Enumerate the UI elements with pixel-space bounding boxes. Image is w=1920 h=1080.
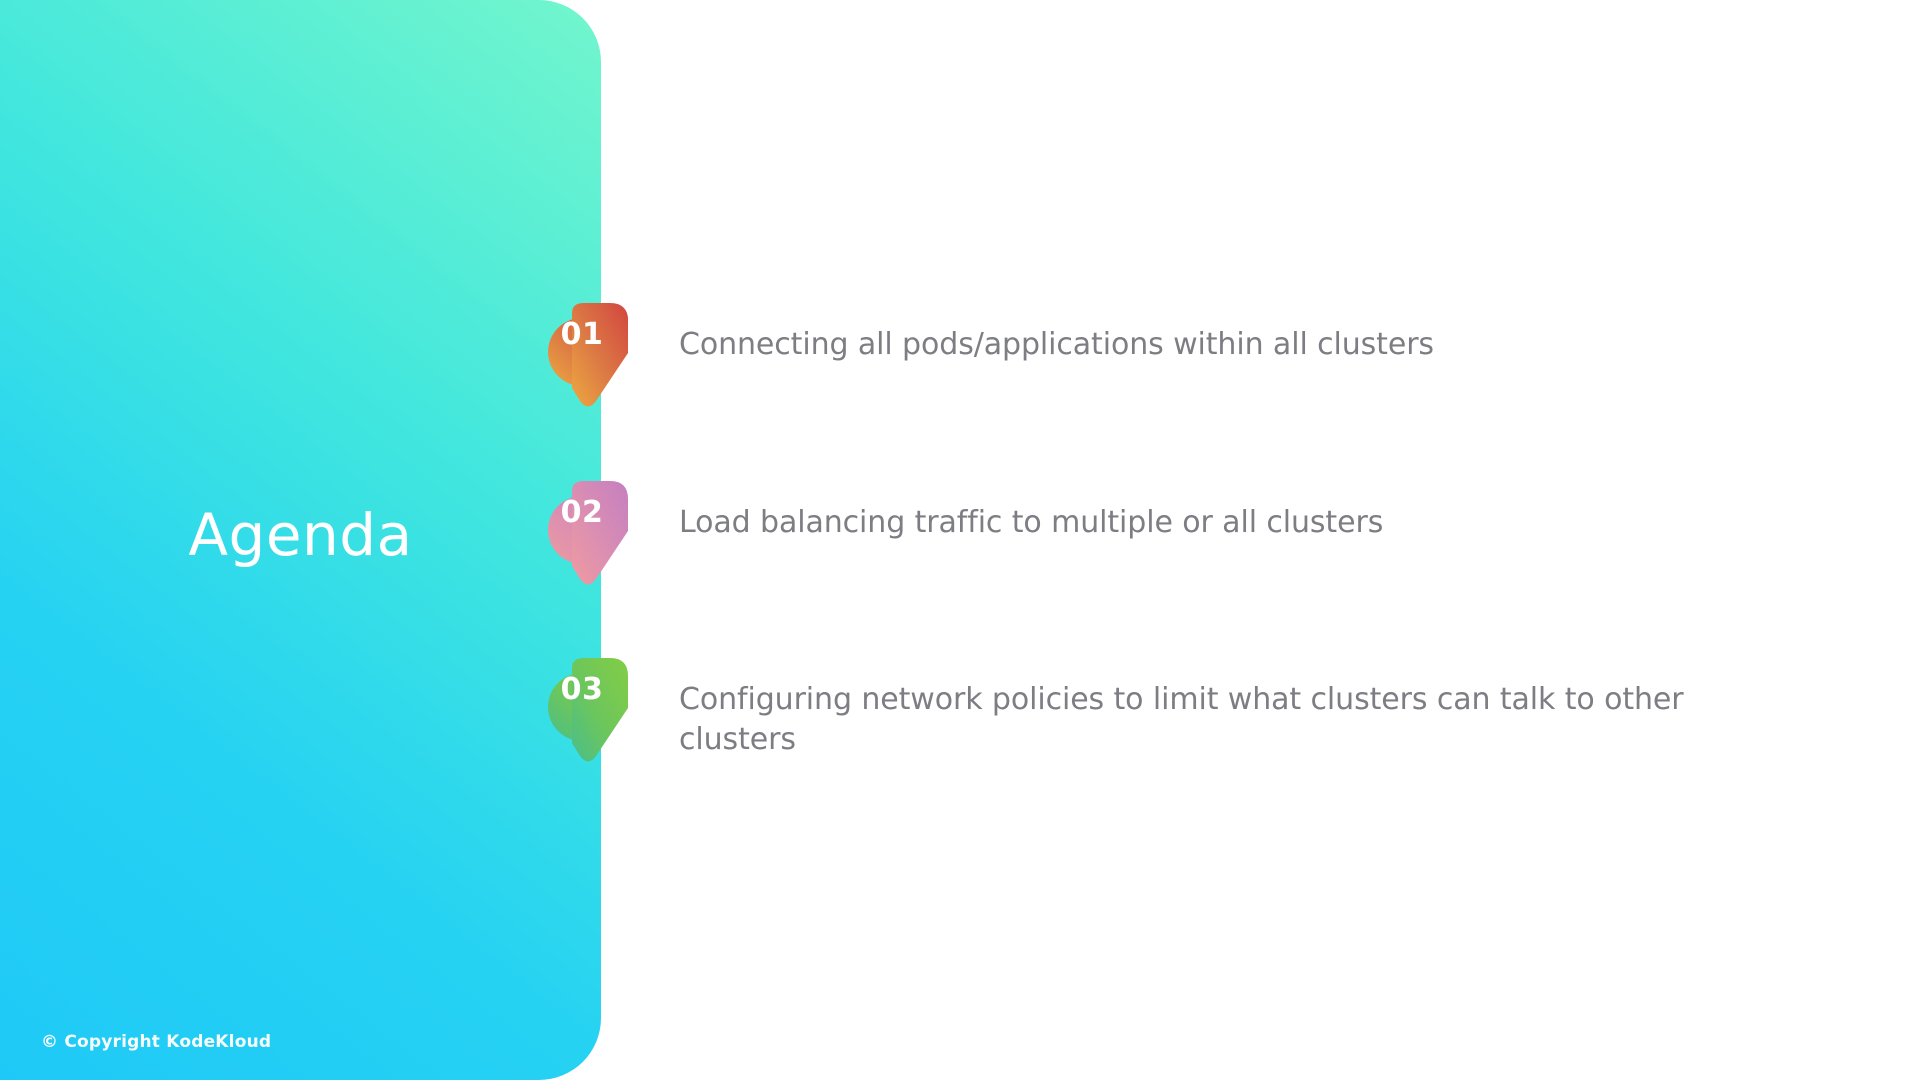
agenda-item-02[interactable]: 02 Load balancing traffic to multiple or… xyxy=(548,475,1383,590)
agenda-item-text: Connecting all pods/applications within … xyxy=(679,327,1434,362)
pointer-badge-icon xyxy=(548,481,628,585)
copyright-notice: © Copyright KodeKloud xyxy=(41,1032,272,1052)
page-title: Agenda xyxy=(188,501,413,569)
agenda-badge-01: 01 xyxy=(548,297,630,412)
agenda-item-01[interactable]: 01 Connecting all pods/applications with… xyxy=(548,297,1434,412)
agenda-badge-number: 03 xyxy=(560,672,604,707)
pointer-badge-icon xyxy=(548,658,628,762)
pointer-badge-icon xyxy=(548,303,628,407)
agenda-badge-03: 03 xyxy=(548,652,630,767)
agenda-badge-02: 02 xyxy=(548,475,630,590)
agenda-badge-number: 01 xyxy=(560,317,604,352)
left-gradient-panel: Agenda © Copyright KodeKloud xyxy=(0,0,601,1080)
agenda-item-text: Configuring network policies to limit wh… xyxy=(679,682,1684,757)
agenda-badge-number: 02 xyxy=(560,495,604,530)
agenda-item-03[interactable]: 03 Configuring network policies to limit… xyxy=(548,652,1809,767)
agenda-item-text: Load balancing traffic to multiple or al… xyxy=(679,505,1384,540)
